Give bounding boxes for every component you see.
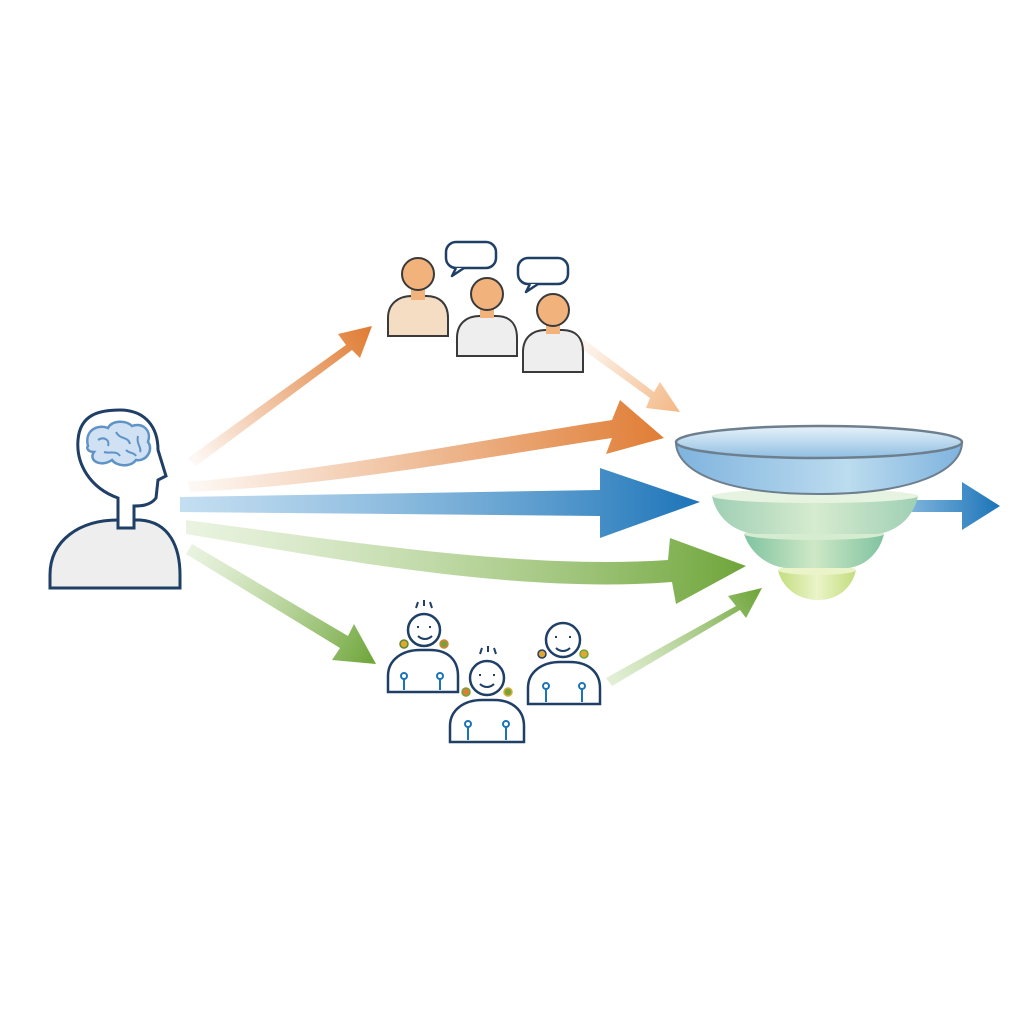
arrow-blue-to-funnel <box>180 468 700 538</box>
brain-icon <box>86 420 152 467</box>
arrow-human-group-to-funnel <box>578 338 680 412</box>
arrows <box>180 326 1000 686</box>
arrow-green-to-funnel <box>186 520 746 604</box>
arrow-to-robot-group <box>186 544 376 664</box>
arrow-robot-group-to-funnel <box>606 588 762 686</box>
person-icon <box>522 293 584 373</box>
arrow-orange-to-funnel <box>188 400 664 492</box>
robot-icon <box>526 621 602 706</box>
funnel-rim <box>674 424 964 460</box>
chat-bubble-icon <box>516 256 570 294</box>
funnel-layer-3 <box>744 534 884 568</box>
robot-group-icon <box>386 600 602 744</box>
people-chat-icon <box>387 240 584 373</box>
robot-icon <box>448 646 526 744</box>
person-icon <box>456 277 518 357</box>
funnel-icon <box>674 424 964 600</box>
robot-icon <box>386 600 460 694</box>
funnel-layer-2 <box>712 496 918 534</box>
funnel-layer-4 <box>778 570 856 600</box>
arrow-funnel-output <box>880 482 1000 530</box>
arrow-to-human-group <box>188 326 372 466</box>
person-brain-icon <box>48 408 182 590</box>
thinker-shirt <box>48 518 182 590</box>
chat-bubble-icon <box>444 240 498 278</box>
person-icon <box>387 257 449 337</box>
